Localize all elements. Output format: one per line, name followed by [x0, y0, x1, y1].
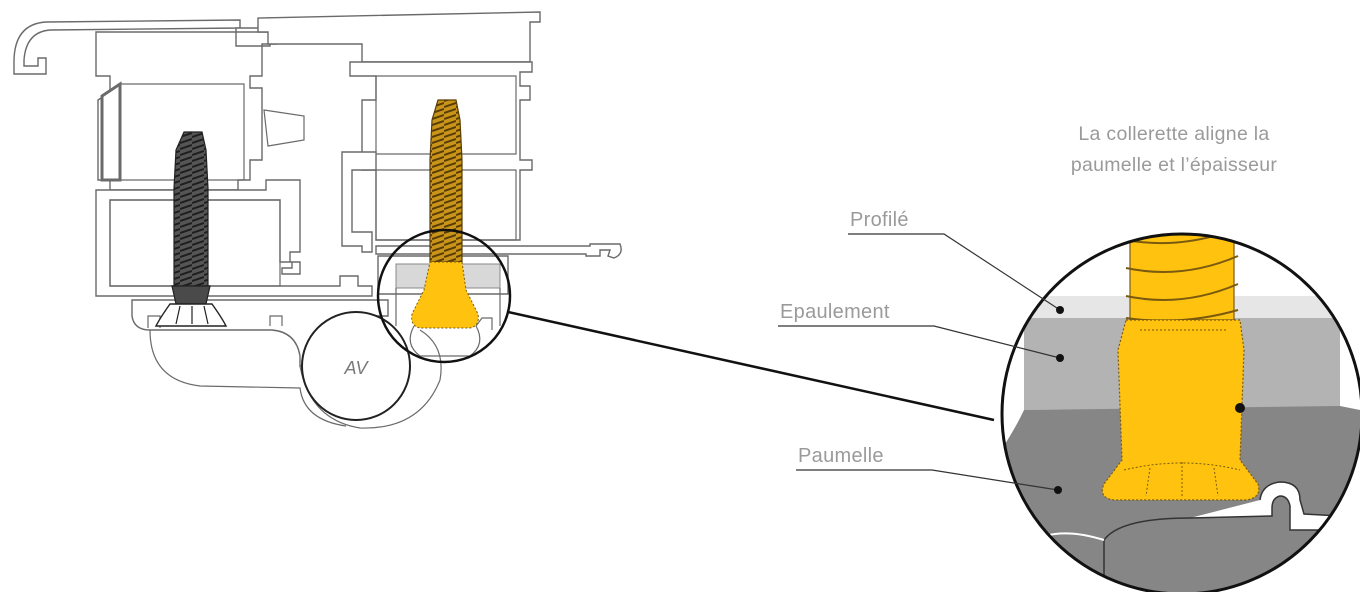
right-screw [411, 99, 479, 329]
right-screw-collar [411, 261, 479, 329]
hinge-knuckle: AV [299, 311, 442, 429]
collar-marker [1235, 403, 1245, 413]
brand-logo: AV [343, 358, 369, 378]
callout-profile: Profilé [848, 209, 1064, 314]
callout-shoulder-label: Epaulement [780, 301, 890, 323]
note-line-2: paumelle et l’épaisseur [1071, 154, 1278, 176]
callout-shoulder: Epaulement [778, 301, 1064, 362]
note-line-1: La collerette aligne la [1078, 123, 1269, 145]
callout-hinge-label: Paumelle [798, 445, 884, 467]
callout-hinge: Paumelle [796, 445, 1062, 494]
left-window-profile [13, 17, 389, 427]
zoom-detail [1002, 234, 1360, 592]
zoom-connector-line [507, 310, 995, 422]
left-screw [154, 131, 228, 327]
callout-profile-label: Profilé [850, 209, 909, 231]
magnifier-ring [376, 228, 512, 364]
zoom-screw-collar [1101, 319, 1260, 501]
zone-hinge [1002, 406, 1360, 592]
zoom-ring [1000, 232, 1360, 592]
